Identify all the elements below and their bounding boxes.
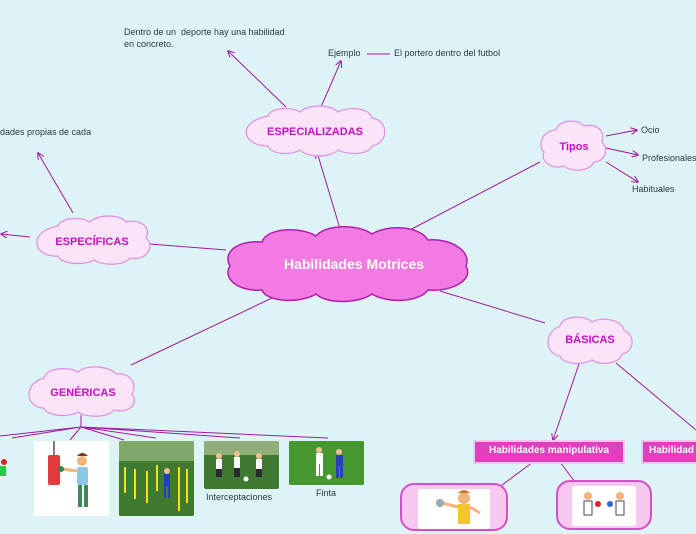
especificas-node-shape bbox=[36, 215, 151, 265]
caption-interceptaciones: Interceptaciones bbox=[206, 492, 273, 502]
manipulativa-label: Habilidades manipulativa bbox=[488, 445, 610, 456]
ejemplo-label: Ejemplo bbox=[328, 48, 361, 58]
connector-manip-img2 bbox=[559, 461, 576, 483]
especializadas-note: Dentro de un deporte hay una habilidad e… bbox=[124, 27, 285, 49]
tipos-node[interactable]: Tipos bbox=[544, 141, 604, 153]
connector-especializadas-note bbox=[228, 51, 287, 108]
manipulativa-image-frame-1 bbox=[400, 483, 508, 531]
habilidad-box[interactable]: Habilidad bbox=[641, 440, 696, 464]
basicas-node-shape bbox=[547, 316, 633, 365]
especificas-node[interactable]: ESPECÍFICAS bbox=[40, 236, 144, 248]
ball-thrower-image bbox=[418, 489, 490, 529]
especificas-label: ESPECÍFICAS bbox=[55, 236, 129, 248]
genericas-image-punching-bag bbox=[34, 441, 109, 516]
connector-especificas bbox=[149, 243, 227, 251]
connector-manip-img1 bbox=[497, 461, 534, 489]
connector-tipos bbox=[403, 161, 541, 234]
central-node-shape bbox=[227, 226, 469, 303]
tipos-item-ocio: Ocio bbox=[641, 125, 660, 135]
tipos-item-habituales: Habituales bbox=[632, 184, 675, 194]
especificas-note: dades propias de cada bbox=[0, 127, 92, 137]
basicas-node[interactable]: BÁSICAS bbox=[554, 334, 626, 346]
boxing-sparring-image bbox=[572, 486, 636, 526]
genericas-image-interceptaciones bbox=[204, 441, 279, 489]
connector-basicas bbox=[439, 290, 546, 324]
habilidad-label: Habilidad bbox=[649, 445, 695, 456]
especializadas-node[interactable]: ESPECIALIZADAS bbox=[250, 126, 380, 138]
genericas-node-shape bbox=[28, 366, 136, 417]
caption-finta: Finta bbox=[316, 488, 337, 498]
connector-especializadas bbox=[317, 152, 342, 233]
manipulativa-box[interactable]: Habilidades manipulativa bbox=[473, 440, 625, 464]
connector-especificas-left bbox=[1, 234, 31, 237]
connector-ocio bbox=[605, 130, 637, 137]
central-node-label: Habilidades Motrices bbox=[283, 256, 425, 272]
tipos-node-shape bbox=[540, 120, 607, 171]
connector-habilidad bbox=[615, 362, 696, 431]
genericas-image-boxer-partial bbox=[0, 444, 14, 484]
connector-especificas-note bbox=[38, 153, 74, 214]
connector-genericas-images bbox=[0, 415, 329, 441]
especializadas-node-shape bbox=[245, 105, 386, 157]
connector-ejemplo bbox=[320, 61, 341, 108]
basicas-label: BÁSICAS bbox=[565, 334, 615, 346]
genericas-image-slalom-drill bbox=[119, 441, 194, 516]
connector-profesionales bbox=[605, 147, 638, 155]
mind-map-canvas bbox=[0, 0, 696, 489]
manipulativa-image-frame-2 bbox=[556, 480, 652, 530]
ejemplo-value: El portero dentro del futbol bbox=[394, 48, 501, 58]
connectors bbox=[0, 51, 696, 489]
connector-genericas bbox=[130, 289, 290, 366]
connector-habituales bbox=[605, 161, 638, 182]
genericas-node[interactable]: GENÉRICAS bbox=[34, 387, 132, 399]
tipos-label: Tipos bbox=[559, 141, 589, 153]
tipos-item-profesionales: Profesionales bbox=[642, 153, 696, 163]
especializadas-label: ESPECIALIZADAS bbox=[267, 126, 363, 138]
genericas-image-finta bbox=[289, 441, 364, 485]
central-node[interactable]: Habilidades Motrices bbox=[240, 256, 468, 274]
connector-manipulativa bbox=[553, 363, 580, 440]
genericas-label: GENÉRICAS bbox=[50, 387, 116, 399]
